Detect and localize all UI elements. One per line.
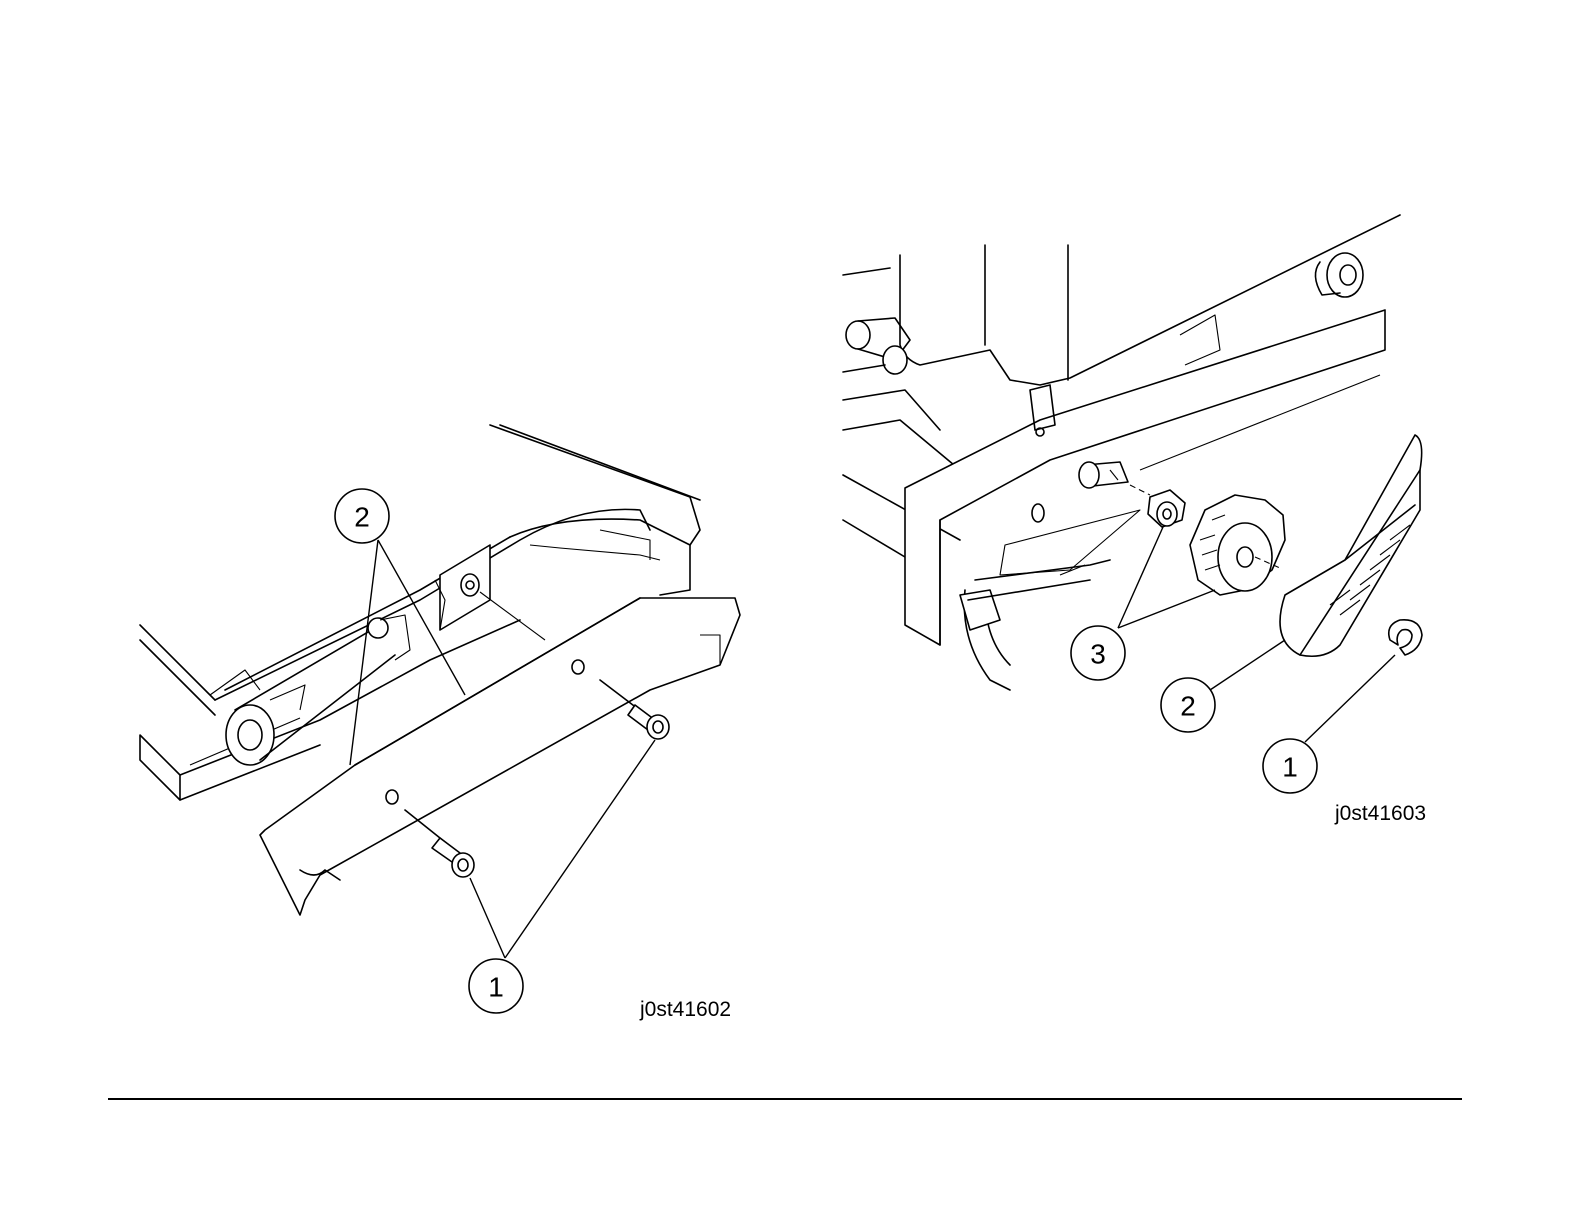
figure-right-id: j0st41603 bbox=[1334, 802, 1426, 825]
callout-label: 3 bbox=[1090, 639, 1106, 670]
figure-left-id: j0st41602 bbox=[639, 998, 731, 1021]
callout-right-2: 2 bbox=[1161, 678, 1215, 732]
callout-label: 1 bbox=[488, 972, 504, 1003]
callout-label: 1 bbox=[1282, 752, 1298, 783]
figure-right-drawing bbox=[843, 215, 1422, 690]
callout-label: 2 bbox=[1180, 691, 1196, 722]
callout-label: 2 bbox=[354, 502, 370, 533]
callout-right-1: 1 bbox=[1263, 739, 1317, 793]
figure-left-drawing bbox=[140, 425, 740, 915]
callout-left-1: 1 bbox=[469, 959, 523, 1013]
callout-left-2: 2 bbox=[335, 489, 389, 543]
callout-right-3: 3 bbox=[1071, 626, 1125, 680]
